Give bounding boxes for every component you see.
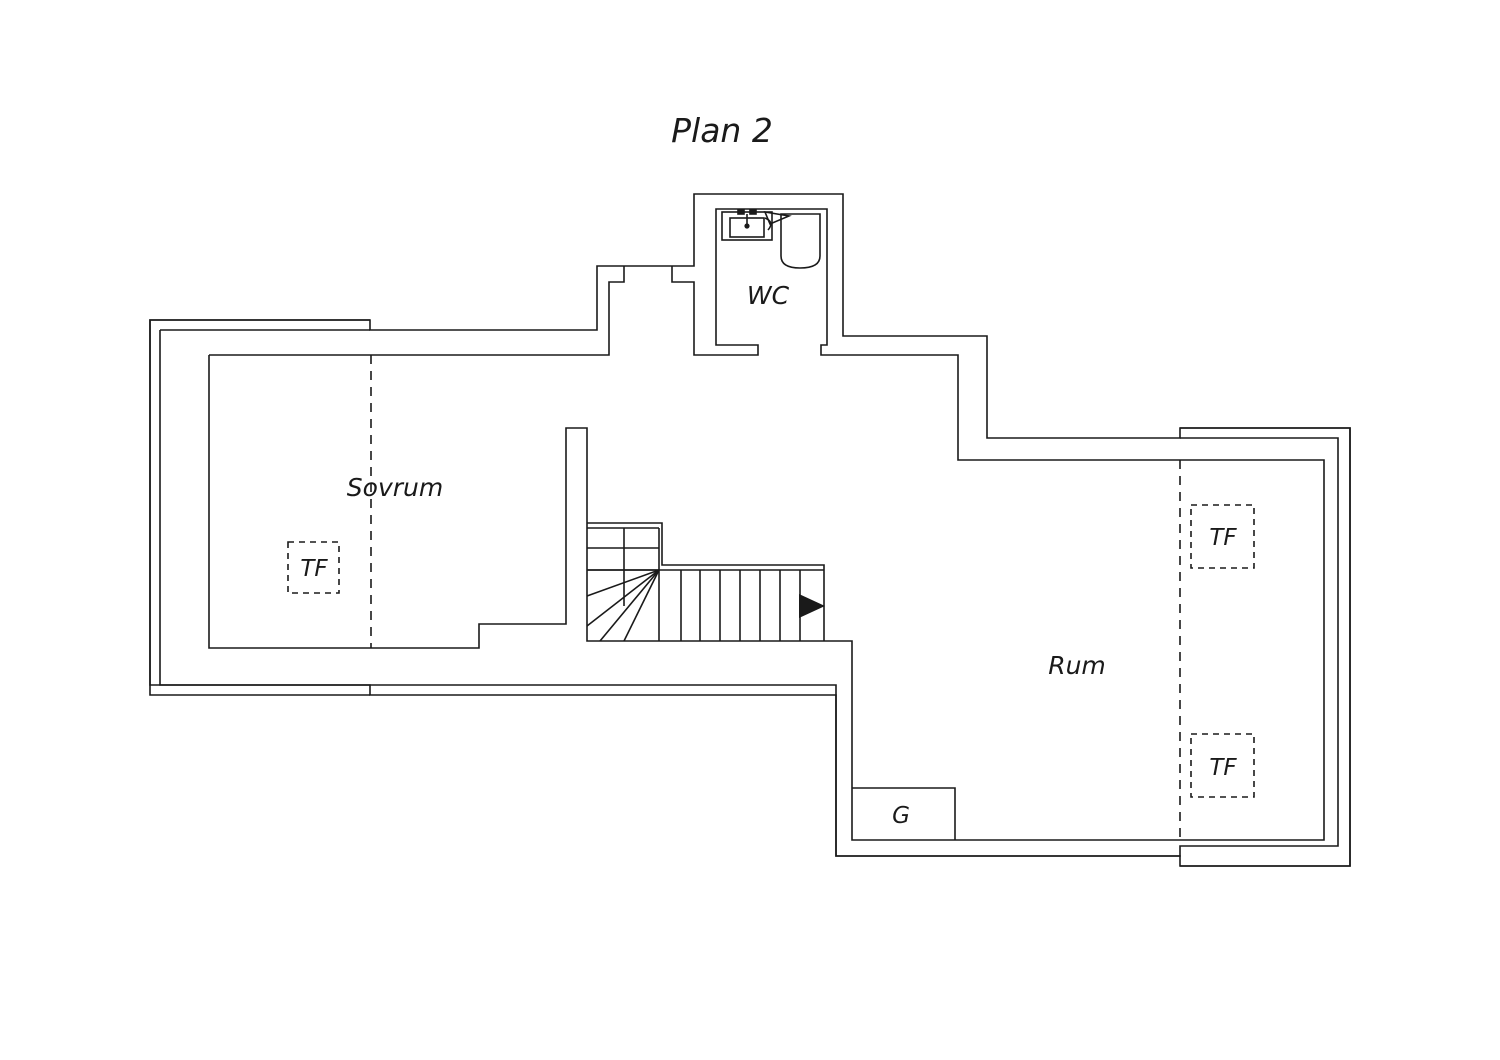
room-label-g: G xyxy=(892,803,910,829)
plan-title: Plan 2 xyxy=(671,111,773,150)
closet-g xyxy=(852,787,956,840)
outer-eave-right xyxy=(1180,427,1351,867)
room-label-rum: Rum xyxy=(1048,651,1106,680)
tf-box-sovrum xyxy=(287,541,340,594)
wall-band xyxy=(159,329,1339,857)
staircase xyxy=(586,522,825,642)
sink-icon xyxy=(721,209,773,241)
outer-eave-left xyxy=(149,319,370,696)
inner-wall-2 xyxy=(671,208,1325,841)
tf-box-rum-upper xyxy=(1190,504,1255,569)
inner-wall-3 xyxy=(208,355,824,649)
tf-label-rum-lower: TF xyxy=(1209,755,1237,781)
inner-wall xyxy=(209,266,625,356)
toilet-icon xyxy=(763,210,821,269)
tf-box-rum-lower xyxy=(1190,733,1255,798)
stair-direction-arrow-icon xyxy=(799,594,825,618)
tf-label-rum-upper: TF xyxy=(1209,525,1237,551)
tf-label-sovrum: TF xyxy=(300,556,328,582)
room-label-sovrum: Sovrum xyxy=(347,473,443,502)
room-label-wc: WC xyxy=(747,281,790,310)
